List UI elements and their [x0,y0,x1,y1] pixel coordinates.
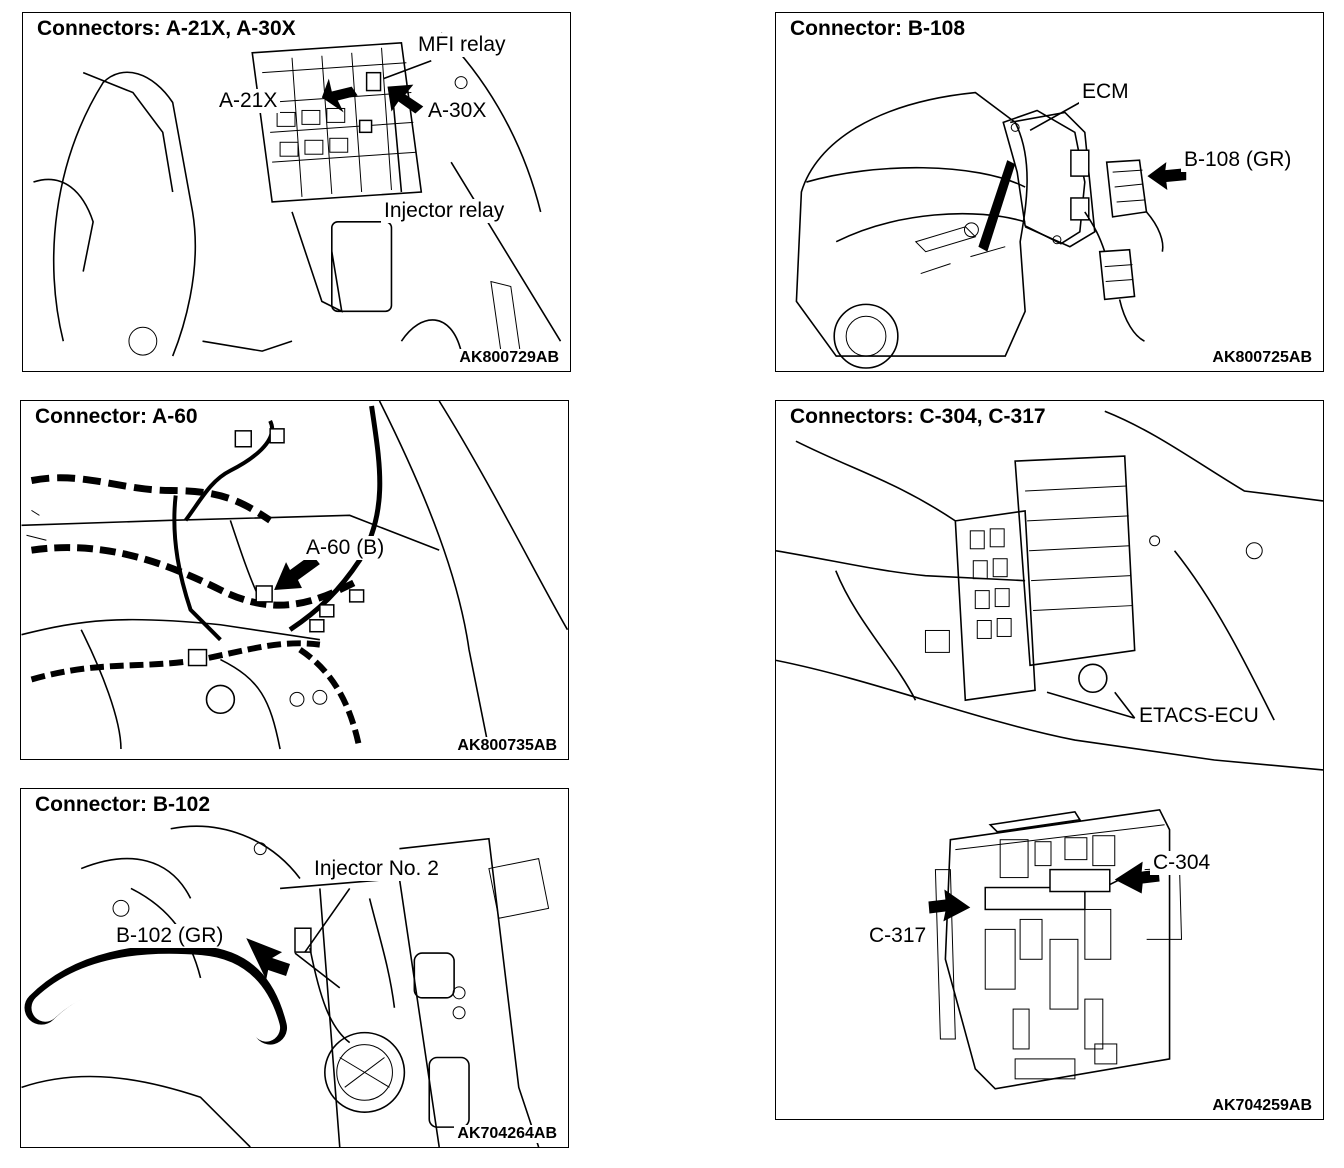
panel-connectors-c304-c317: Connectors: C-304, C-317 ETACS-ECU C-304… [775,400,1324,1120]
label-injector-no-2: Injector No. 2 [311,857,442,881]
label-etacs-ecu: ETACS-ECU [1136,704,1262,728]
figure-code: AK704264AB [454,1125,560,1143]
panel-connector-b108: Connector: B-108 ECM B-108 (GR) AK800725… [775,12,1324,372]
label-injector-relay: Injector relay [381,199,508,223]
car-ecm-illustration [795,91,1187,369]
label-c-304: C-304 [1150,851,1214,875]
label-c-317: C-317 [866,924,930,948]
wiring-harness-illustration [21,401,568,750]
label-a-21x: A-21X [216,89,281,113]
panel-title: Connector: B-102 [31,793,215,817]
injector-engine-illustration [21,825,550,1147]
label-mfi-relay: MFI relay [415,33,509,57]
label-a-30x: A-30X [425,99,490,123]
panel-title: Connector: A-60 [31,405,202,429]
panel-title: Connectors: A-21X, A-30X [33,17,300,41]
figure-code: AK800735AB [454,737,560,755]
panel-title: Connectors: C-304, C-317 [786,405,1050,429]
engine-bay-relay-box-illustration [33,32,562,357]
etacs-ecu-illustration [776,410,1323,1090]
label-a-60: A-60 (B) [303,536,388,560]
label-b-108: B-108 (GR) [1181,148,1295,172]
panel-connector-a60: Connector: A-60 A-60 (B) AK800735AB [20,400,569,760]
label-ecm: ECM [1079,80,1132,104]
panel-connector-b102: Connector: B-102 Injector No. 2 B-102 (G… [20,788,569,1148]
panel-title: Connector: B-108 [786,17,970,41]
panel-connectors-a21x-a30x: Connectors: A-21X, A-30X MFI relay A-21X… [22,12,571,372]
figure-code: AK800725AB [1209,349,1315,367]
figure-code: AK704259AB [1209,1097,1315,1115]
label-b-102: B-102 (GR) [113,924,227,948]
figure-code: AK800729AB [456,349,562,367]
